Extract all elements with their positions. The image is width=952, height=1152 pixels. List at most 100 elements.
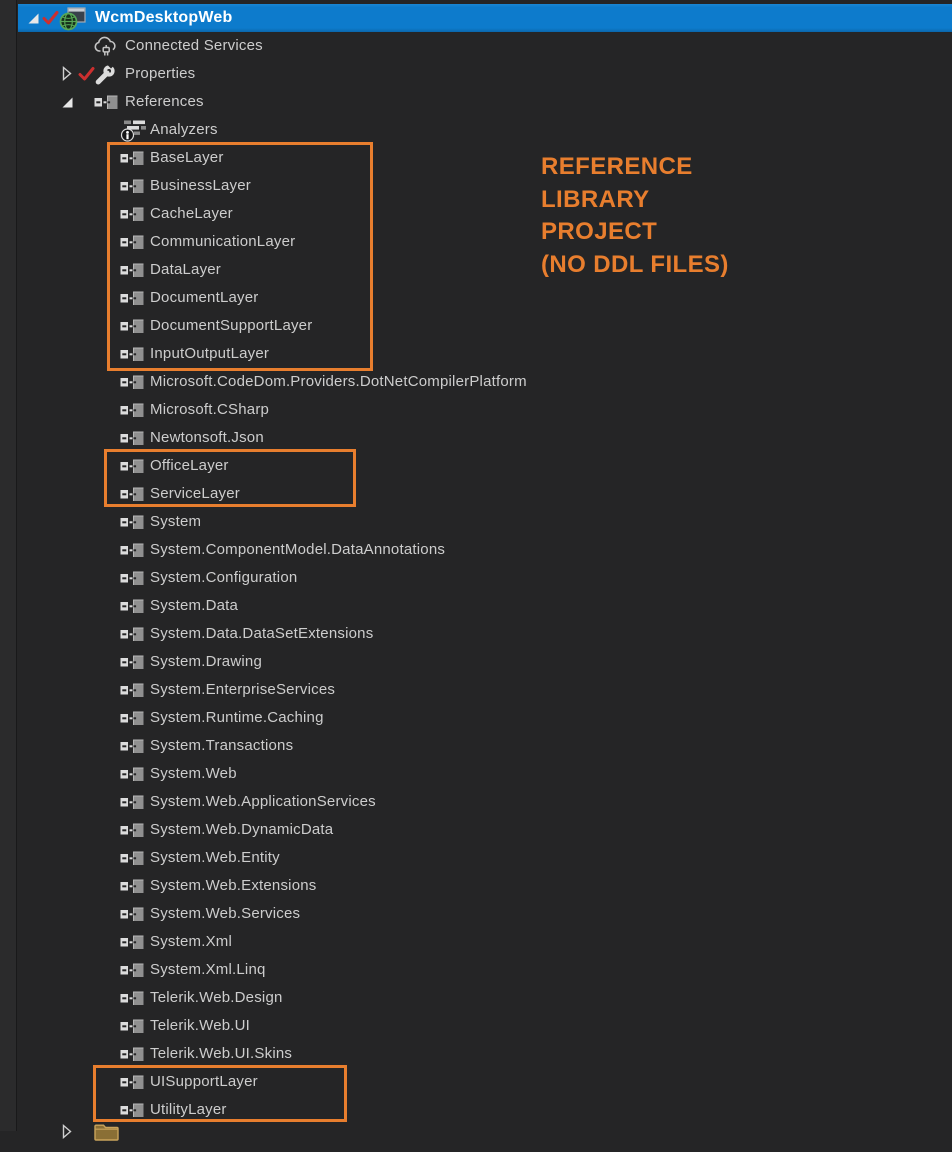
annotation-line: PROJECT [541,218,658,246]
reference-icon [120,375,144,395]
item-label: Properties [125,65,196,82]
tree-item-telerik-web-ui-skins[interactable]: Telerik.Web.UI.Skins [18,1040,952,1068]
item-label: System.Web.Entity [150,849,280,866]
tree-item-partial-item[interactable] [18,1123,952,1152]
reference-icon [120,431,144,451]
tree-item-inputoutputlayer[interactable]: InputOutputLayer [18,340,952,368]
reference-icon [120,795,144,815]
expander-expanded-icon[interactable] [28,12,40,30]
reference-icon [120,1047,144,1067]
reference-icon [120,347,144,367]
reference-icon [120,655,144,675]
tree-item-properties[interactable]: Properties [18,58,952,88]
reference-icon [120,319,144,339]
tree-item-system-web-entity[interactable]: System.Web.Entity [18,844,952,872]
reference-icon [120,991,144,1011]
tree-item-system-transactions[interactable]: System.Transactions [18,732,952,760]
tree-item-documentsupportlayer[interactable]: DocumentSupportLayer [18,312,952,340]
tree-item-system-drawing[interactable]: System.Drawing [18,648,952,676]
reference-icon [120,403,144,423]
tree-item-system-runtime-caching[interactable]: System.Runtime.Caching [18,704,952,732]
tree-item-uisupportlayer[interactable]: UISupportLayer [18,1068,952,1096]
item-label: DataLayer [150,261,222,278]
item-label: System.Web.Services [150,905,301,922]
item-label: System.Configuration [150,569,298,586]
tree-item-system-web-applicationservices[interactable]: System.Web.ApplicationServices [18,788,952,816]
expander-collapsed-icon[interactable] [62,1123,72,1144]
item-label: ServiceLayer [150,485,240,502]
item-label: System.Web.Extensions [150,877,317,894]
reference-icon [120,935,144,955]
item-label: System.Drawing [150,653,262,670]
item-label: Telerik.Web.UI [150,1017,251,1034]
tree-item-documentlayer[interactable]: DocumentLayer [18,284,952,312]
tree-item-references[interactable]: References [18,88,952,116]
reference-icon [120,1019,144,1039]
tree-item-system-configuration[interactable]: System.Configuration [18,564,952,592]
tree-item-newtonsoft-json[interactable]: Newtonsoft.Json [18,424,952,452]
item-label: Microsoft.CodeDom.Providers.DotNetCompil… [150,373,527,390]
tree-item-system-web-services[interactable]: System.Web.Services [18,900,952,928]
item-label: System [150,513,202,530]
item-label: References [125,93,204,110]
reference-icon [120,1103,144,1123]
tree-item-baselayer[interactable]: BaseLayer [18,144,952,172]
tree-item-microsoft-csharp[interactable]: Microsoft.CSharp [18,396,952,424]
annotation-line: REFERENCE [541,153,693,180]
tree-item-officelayer[interactable]: OfficeLayer [18,452,952,480]
tree-item-telerik-web-design[interactable]: Telerik.Web.Design [18,984,952,1012]
reference-icon [120,571,144,591]
source-control-check-icon [78,66,95,87]
tree-item-connected-services[interactable]: Connected Services [18,32,952,60]
item-label: OfficeLayer [150,457,229,474]
tree-item-analyzers[interactable]: Analyzers [18,116,952,144]
tree-item-cachelayer[interactable]: CacheLayer [18,200,952,228]
tree-item-system-data-datasetextensions[interactable]: System.Data.DataSetExtensions [18,620,952,648]
item-label: Telerik.Web.Design [150,989,283,1006]
item-label: Newtonsoft.Json [150,429,264,446]
reference-icon [120,207,144,227]
tree-item-servicelayer[interactable]: ServiceLayer [18,480,952,508]
tree-item-wcmdesktopweb[interactable]: WcmDesktopWeb [18,4,952,32]
tree-item-utilitylayer[interactable]: UtilityLayer [18,1096,952,1124]
item-label: WcmDesktopWeb [95,9,233,26]
reference-icon [120,459,144,479]
item-label: UtilityLayer [150,1101,227,1118]
reference-icon [120,179,144,199]
tree-item-communicationlayer[interactable]: CommunicationLayer [18,228,952,256]
tree-item-system-data[interactable]: System.Data [18,592,952,620]
expander-collapsed-icon[interactable] [62,65,72,86]
item-label: UISupportLayer [150,1073,258,1090]
tree-item-microsoft-codedom-providers-dotnetcompilerplatform[interactable]: Microsoft.CodeDom.Providers.DotNetCompil… [18,368,952,396]
tree-item-system-enterpriseservices[interactable]: System.EnterpriseServices [18,676,952,704]
reference-icon [120,739,144,759]
item-label: Microsoft.CSharp [150,401,270,418]
tree-item-system[interactable]: System [18,508,952,536]
reference-icon [120,627,144,647]
reference-icon [120,963,144,983]
reference-icon [120,235,144,255]
tree-item-telerik-web-ui[interactable]: Telerik.Web.UI [18,1012,952,1040]
tree-item-system-xml[interactable]: System.Xml [18,928,952,956]
reference-icon [120,515,144,535]
tree-item-businesslayer[interactable]: BusinessLayer [18,172,952,200]
tree-item-datalayer[interactable]: DataLayer [18,256,952,284]
reference-icon [120,487,144,507]
tree-item-system-web[interactable]: System.Web [18,760,952,788]
expander-expanded-icon[interactable] [62,96,74,114]
tree-item-system-web-dynamicdata[interactable]: System.Web.DynamicData [18,816,952,844]
item-label: System.Web.ApplicationServices [150,793,376,810]
folder-icon [94,1123,119,1146]
item-label: System.ComponentModel.DataAnnotations [150,541,446,558]
reference-icon [120,263,144,283]
tree-item-system-componentmodel-dataannotations[interactable]: System.ComponentModel.DataAnnotations [18,536,952,564]
tree-item-system-web-extensions[interactable]: System.Web.Extensions [18,872,952,900]
item-label: System.Xml [150,933,233,950]
reference-icon [120,767,144,787]
item-label: System.Data.DataSetExtensions [150,625,374,642]
reference-icon [94,95,118,115]
item-label: CacheLayer [150,205,233,222]
tree-item-system-xml-linq[interactable]: System.Xml.Linq [18,956,952,984]
item-label: BaseLayer [150,149,224,166]
